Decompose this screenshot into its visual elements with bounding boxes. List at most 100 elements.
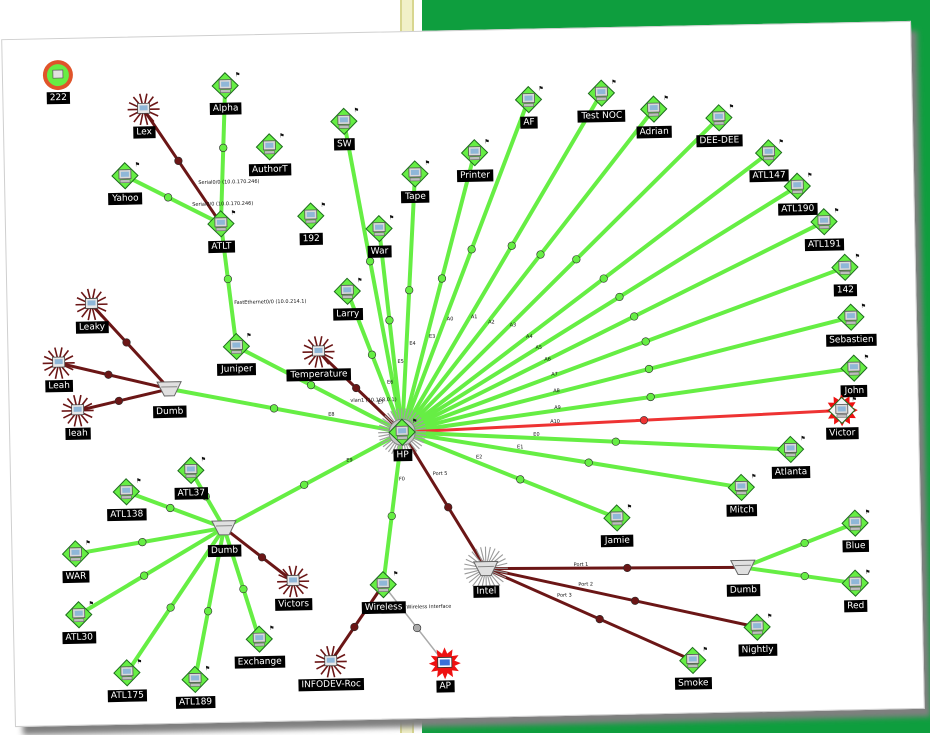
node-testnoc[interactable]: ⚑Test NOC bbox=[577, 79, 626, 123]
node-n142[interactable]: ⚑142 bbox=[832, 253, 861, 297]
node-atl37[interactable]: ⚑ATL37 bbox=[174, 456, 208, 500]
link-interface-marker[interactable] bbox=[631, 597, 639, 605]
link-hub-sebastien[interactable] bbox=[400, 317, 853, 432]
link-interface-marker[interactable] bbox=[612, 438, 620, 446]
link-interface-marker[interactable] bbox=[270, 405, 278, 413]
node-adrian[interactable]: ⚑Adrian bbox=[636, 95, 672, 139]
link-interface-marker[interactable] bbox=[585, 459, 593, 467]
link-interface-marker[interactable] bbox=[105, 371, 113, 379]
node-wireless[interactable]: ⚑Wireless bbox=[361, 570, 406, 614]
node-printer[interactable]: ⚑Printer bbox=[456, 138, 493, 182]
link-interface-marker[interactable] bbox=[258, 553, 266, 561]
node-atlt[interactable]: ⚑ATLT bbox=[208, 210, 237, 254]
link-interface-marker[interactable] bbox=[413, 624, 421, 632]
link-interface-marker[interactable] bbox=[138, 538, 146, 546]
node-n192[interactable]: ⚑192 bbox=[298, 202, 327, 246]
node-war2[interactable]: ⚑WAR bbox=[62, 540, 92, 584]
node-mitch[interactable]: ⚑Mitch bbox=[726, 473, 757, 517]
node-sw[interactable]: ⚑SW bbox=[331, 107, 360, 151]
link-dumb1-leaky[interactable] bbox=[92, 303, 170, 391]
node-victor[interactable]: ⚑Victor bbox=[825, 394, 858, 440]
link-interface-marker[interactable] bbox=[630, 313, 638, 321]
link-interface-marker[interactable] bbox=[386, 316, 394, 324]
link-interface-marker[interactable] bbox=[115, 397, 123, 405]
node-temperature[interactable]: Temperature bbox=[286, 336, 351, 382]
link-interface-marker[interactable] bbox=[572, 255, 580, 263]
link-interface-marker[interactable] bbox=[616, 293, 624, 301]
link-interface-marker[interactable] bbox=[350, 623, 358, 631]
link-wireless-infodev[interactable] bbox=[329, 585, 385, 662]
node-blue[interactable]: ⚑Blue bbox=[842, 509, 871, 553]
link-atlt-lex[interactable] bbox=[144, 108, 221, 225]
link-interface-marker[interactable] bbox=[307, 381, 315, 389]
node-alpha[interactable]: ⚑Alpha bbox=[209, 71, 241, 115]
link-interface-marker[interactable] bbox=[647, 393, 655, 401]
node-intel[interactable]: Intel bbox=[463, 546, 508, 598]
link-interface-marker[interactable] bbox=[240, 585, 248, 593]
node-atl189[interactable]: ⚑ATL189 bbox=[175, 665, 215, 709]
link-interface-marker[interactable] bbox=[600, 275, 608, 283]
link-interface-marker[interactable] bbox=[204, 607, 212, 615]
node-leah2[interactable]: leah bbox=[61, 395, 94, 440]
link-interface-marker[interactable] bbox=[468, 245, 476, 253]
node-autht[interactable]: ⚑AuthorT bbox=[248, 132, 291, 176]
node-red[interactable]: ⚑Red bbox=[842, 569, 871, 613]
link-hub-dumb1[interactable] bbox=[169, 384, 402, 437]
link-interface-marker[interactable] bbox=[224, 275, 232, 283]
node-lex[interactable]: Lex bbox=[127, 93, 160, 138]
link-interface-marker[interactable] bbox=[801, 572, 809, 580]
node-exchange[interactable]: ⚑Exchange bbox=[234, 625, 285, 669]
node-nightly[interactable]: ⚑Nightly bbox=[738, 613, 778, 657]
link-intel-dumb3[interactable] bbox=[486, 563, 743, 572]
node-deedee[interactable]: ⚑DEE-DEE bbox=[696, 103, 743, 147]
node-sebastien[interactable]: ⚑Sebastien bbox=[825, 303, 876, 347]
node-leaky[interactable]: Leaky bbox=[75, 289, 109, 334]
link-interface-marker[interactable] bbox=[444, 503, 452, 511]
link-interface-marker[interactable] bbox=[516, 475, 524, 483]
link-interface-marker[interactable] bbox=[623, 564, 631, 572]
link-interface-marker[interactable] bbox=[368, 351, 376, 359]
link-interface-marker[interactable] bbox=[438, 275, 446, 283]
link-dumb1-leah[interactable] bbox=[59, 361, 170, 391]
node-john[interactable]: ⚑John bbox=[840, 354, 870, 398]
link-interface-marker[interactable] bbox=[801, 539, 809, 547]
link-interface-marker[interactable] bbox=[167, 604, 175, 612]
link-dumb3-red[interactable] bbox=[743, 565, 855, 585]
link-interface-marker[interactable] bbox=[164, 194, 172, 202]
link-interface-marker[interactable] bbox=[642, 338, 650, 346]
link-interface-marker[interactable] bbox=[300, 481, 308, 489]
link-interface-marker[interactable] bbox=[175, 157, 183, 165]
link-interface-marker[interactable] bbox=[405, 286, 413, 294]
link-interface-marker[interactable] bbox=[123, 339, 131, 347]
link-dumb3-blue[interactable] bbox=[742, 523, 856, 567]
link-interface-marker[interactable] bbox=[508, 242, 516, 250]
node-jamie[interactable]: ⚑Jamie bbox=[600, 504, 633, 548]
link-hub-dumb2[interactable] bbox=[222, 432, 404, 528]
node-atl175[interactable]: ⚑ATL175 bbox=[107, 658, 147, 702]
link-interface-marker[interactable] bbox=[140, 572, 148, 580]
node-tape[interactable]: ⚑Tape bbox=[400, 160, 431, 204]
link-hub-intel[interactable] bbox=[402, 431, 486, 571]
link-interface-marker[interactable] bbox=[388, 512, 396, 520]
link-interface-marker[interactable] bbox=[645, 365, 653, 373]
link-interface-marker[interactable] bbox=[219, 144, 227, 152]
node-dumb3[interactable]: Dumb bbox=[726, 560, 760, 597]
link-interface-marker[interactable] bbox=[166, 504, 174, 512]
link-interface-marker[interactable] bbox=[537, 251, 545, 259]
link-wireless-apnode[interactable] bbox=[383, 583, 445, 664]
node-leah[interactable]: Leah bbox=[42, 347, 75, 392]
link-intel-smoke[interactable] bbox=[486, 564, 693, 664]
link-dumb2-exchange[interactable] bbox=[224, 527, 259, 640]
link-intel-nightly[interactable] bbox=[486, 563, 757, 632]
link-interface-marker[interactable] bbox=[640, 416, 648, 424]
node-atl30[interactable]: ⚑ATL30 bbox=[62, 600, 97, 644]
node-smoke[interactable]: ⚑Smoke bbox=[674, 646, 712, 690]
node-apnode[interactable]: AP bbox=[428, 647, 461, 693]
link-interface-marker[interactable] bbox=[352, 384, 360, 392]
node-war[interactable]: ⚑War bbox=[366, 214, 395, 258]
node-atl147[interactable]: ⚑ATL147 bbox=[749, 138, 789, 182]
node-infodev[interactable]: INFODEV-Roc bbox=[298, 645, 364, 691]
link-interface-marker[interactable] bbox=[596, 615, 604, 623]
node-atlanta[interactable]: ⚑Atlanta bbox=[771, 435, 810, 479]
